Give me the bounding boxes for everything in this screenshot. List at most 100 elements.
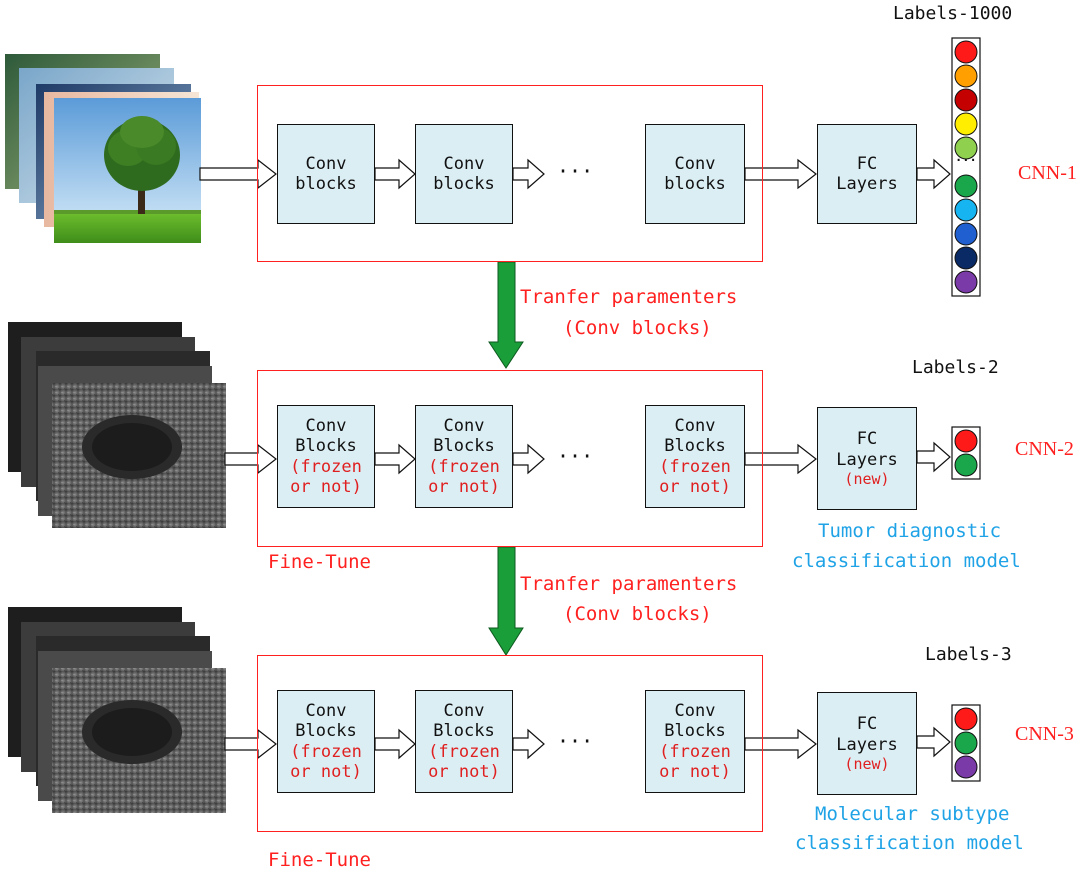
arrow (916, 158, 951, 190)
model-description: Tumor diagnostic (818, 520, 1002, 542)
transfer-arrow-1 (488, 261, 524, 369)
block-sublabel: (frozen (428, 741, 500, 762)
cnn1-frame (257, 85, 763, 262)
natural-image-stack (5, 54, 201, 243)
conv-block: Conv Blocks (frozen or not) (415, 405, 513, 508)
block-sublabel: (frozen (290, 456, 362, 477)
tree-photo (54, 98, 201, 243)
block-sublabel: or not) (659, 476, 731, 497)
block-sublabel: or not) (428, 476, 500, 497)
labels-title: Labels-1000 (893, 3, 1013, 24)
block-label: blocks (295, 174, 357, 194)
block-label: FC (856, 153, 878, 174)
fine-tune-label: Fine-Tune (268, 849, 371, 871)
arrow (512, 158, 545, 190)
block-sublabel: (new) (844, 754, 890, 773)
cnn2-frame (257, 370, 763, 547)
conv-block: Conv Blocks (frozen or not) (645, 405, 745, 508)
label-circle (954, 174, 978, 198)
block-sublabel: (frozen (659, 741, 731, 762)
block-label: Blocks (295, 721, 357, 742)
block-sublabel: (frozen (290, 741, 362, 762)
conv-block: Conv blocks (277, 124, 375, 224)
ultrasound-image (52, 383, 226, 528)
block-label: FC (856, 714, 878, 735)
block-sublabel: or not) (428, 761, 500, 782)
block-sublabel: (frozen (428, 456, 500, 477)
ellipsis: ··· (557, 444, 594, 468)
labels-title: Labels-3 (925, 644, 1012, 665)
label-circle (954, 198, 978, 222)
arrow (512, 443, 545, 475)
block-label: Blocks (664, 721, 726, 742)
fc-layers-block: FC Layers (new) (817, 407, 917, 510)
label-circle (954, 731, 978, 755)
arrow (199, 158, 277, 190)
label-circle (954, 64, 978, 88)
block-label: Conv (305, 700, 347, 721)
block-sublabel: or not) (290, 476, 362, 497)
column-ellipsis: ··· (955, 153, 977, 167)
transfer-text: Tranfer paramenters (520, 286, 738, 308)
ellipsis: ··· (557, 159, 594, 183)
model-description: classification model (795, 832, 1024, 854)
block-label: Conv (305, 153, 347, 174)
label-circle (954, 755, 978, 779)
transfer-arrow-2 (488, 546, 524, 656)
transfer-text: (Conv blocks) (563, 317, 712, 339)
transfer-arrows (488, 261, 524, 656)
label-circle (954, 222, 978, 246)
arrow (374, 443, 416, 475)
block-sublabel: or not) (290, 761, 362, 782)
conv-block: Conv blocks (415, 124, 513, 224)
block-label: Blocks (295, 436, 357, 457)
block-sublabel: (frozen (659, 456, 731, 477)
block-label: Layers (836, 449, 898, 470)
label-circle (954, 40, 978, 64)
transfer-text: Tranfer paramenters (520, 573, 738, 595)
block-label: Layers (836, 174, 898, 194)
block-label: Blocks (664, 436, 726, 457)
ultrasound-stack-row3 (8, 607, 226, 813)
labels-title: Labels-2 (912, 357, 999, 378)
arrow (916, 441, 951, 473)
block-label: blocks (433, 174, 495, 194)
conv-block: Conv Blocks (frozen or not) (645, 690, 745, 793)
arrow (744, 443, 817, 475)
ultrasound-image (52, 668, 226, 813)
block-label: Conv (674, 415, 716, 436)
block-label: Blocks (433, 436, 495, 457)
cnn3-frame (257, 655, 763, 832)
conv-block: Conv Blocks (frozen or not) (277, 405, 375, 508)
block-label: Conv (674, 153, 716, 174)
transfer-text: (Conv blocks) (563, 603, 712, 625)
label-circle (954, 707, 978, 731)
arrow (224, 443, 277, 475)
ultrasound-stack-row2 (8, 322, 226, 528)
arrow (374, 728, 416, 760)
block-label: Blocks (433, 721, 495, 742)
label-circle (954, 88, 978, 112)
block-label: Layers (836, 734, 898, 755)
fine-tune-label: Fine-Tune (268, 551, 371, 573)
model-description: classification model (792, 550, 1021, 572)
block-label: blocks (664, 174, 726, 194)
block-label: Conv (443, 153, 485, 174)
arrow (916, 726, 951, 758)
cnn-label: CNN-3 (1015, 723, 1074, 745)
label-circle (954, 453, 978, 477)
output-label-columns (951, 37, 981, 782)
conv-block: Conv Blocks (frozen or not) (277, 690, 375, 793)
fc-layers-block: FC Layers (new) (817, 692, 917, 795)
ellipsis: ··· (557, 729, 594, 753)
arrow (224, 728, 277, 760)
cnn-label: CNN-2 (1015, 438, 1074, 460)
arrow (744, 158, 817, 190)
model-description: Molecular subtype (815, 803, 1010, 825)
conv-block: Conv blocks (645, 124, 745, 224)
block-label: Conv (443, 415, 485, 436)
block-label: Conv (674, 700, 716, 721)
block-sublabel: (new) (844, 469, 890, 488)
arrow (744, 728, 817, 760)
